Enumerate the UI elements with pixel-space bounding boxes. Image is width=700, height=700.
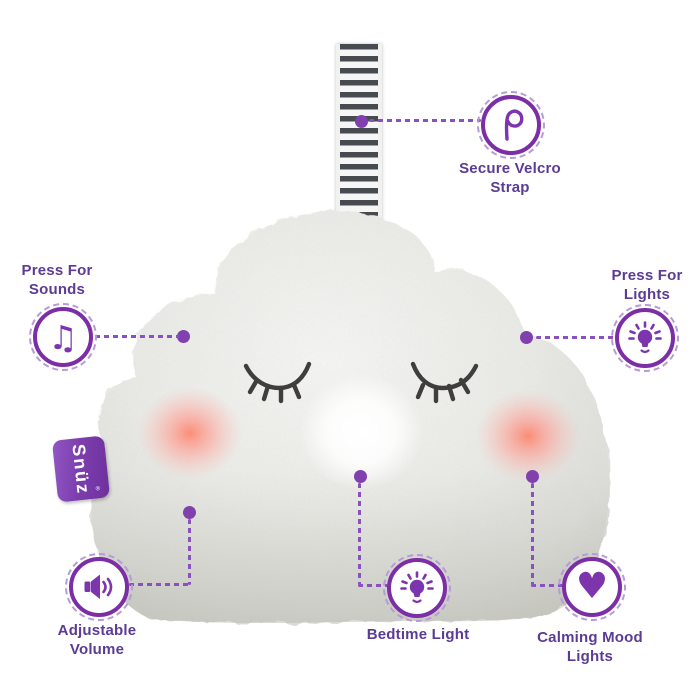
connector-line-sounds <box>95 335 179 338</box>
connector-line-volume-h <box>129 583 191 586</box>
connector-line-volume-v <box>188 519 191 585</box>
label-line: Volume <box>69 641 125 658</box>
connector-dot-volume <box>183 506 196 519</box>
connector-dot-mood <box>526 470 539 483</box>
connector-line-bedtime-h <box>358 584 388 587</box>
lightbulb-icon <box>400 571 434 604</box>
label-line: Press For <box>611 267 683 284</box>
right-cheek-light <box>476 390 580 482</box>
connector-dot-sounds <box>177 330 190 343</box>
connector-line-lights <box>536 336 615 339</box>
connector-dot-lights <box>520 331 533 344</box>
callout-badge-velcro <box>477 91 545 159</box>
connector-line-bedtime-v <box>358 483 361 585</box>
brand-tag: Snüz ® <box>51 435 111 503</box>
brand-tag-label: Snüz <box>68 442 94 496</box>
connector-line-mood-v <box>531 483 534 585</box>
music-note-icon: ♫ <box>48 317 78 357</box>
callout-badge-sounds: ♫ <box>29 303 97 371</box>
connector-dot-velcro <box>355 115 368 128</box>
velcro-strap-icon <box>504 109 524 141</box>
bedtime-glow <box>299 374 423 490</box>
connector-line-velcro <box>369 119 481 122</box>
callout-badge-bedtime <box>383 554 451 622</box>
callout-badge-mood: ♥ <box>558 553 626 621</box>
lightbulb-icon <box>628 321 662 354</box>
label-line: Sounds <box>28 281 86 298</box>
speaker-icon <box>84 574 113 599</box>
label-bedtime-light: Bedtime Light <box>333 625 503 644</box>
label-line: Secure Velcro <box>459 160 561 177</box>
label-line: Lights <box>623 286 671 303</box>
label-line: Bedtime Light <box>366 626 470 643</box>
closed-eyes <box>243 361 479 404</box>
label-line: Strap <box>490 179 530 196</box>
label-adjustable-volume: Adjustable Volume <box>12 621 182 659</box>
label-press-for-sounds: Press For Sounds <box>0 261 142 299</box>
label-press-for-lights: Press For Lights <box>562 266 700 304</box>
label-line: Lights <box>566 648 614 665</box>
label-secure-velcro-strap: Secure Velcro Strap <box>425 159 595 197</box>
connector-line-mood-h <box>531 584 563 587</box>
heart-icon: ♥ <box>575 566 609 607</box>
left-cheek-light <box>138 387 242 479</box>
connector-dot-bedtime <box>354 470 367 483</box>
callout-badge-lights <box>611 304 679 372</box>
hanging-strap <box>336 44 382 232</box>
callout-badge-volume <box>65 553 133 621</box>
label-calming-mood-lights: Calming Mood Lights <box>505 628 675 666</box>
label-line: Adjustable <box>57 622 137 639</box>
label-line: Calming Mood <box>537 629 643 646</box>
trademark-symbol: ® <box>95 486 101 493</box>
label-line: Press For <box>21 262 93 279</box>
